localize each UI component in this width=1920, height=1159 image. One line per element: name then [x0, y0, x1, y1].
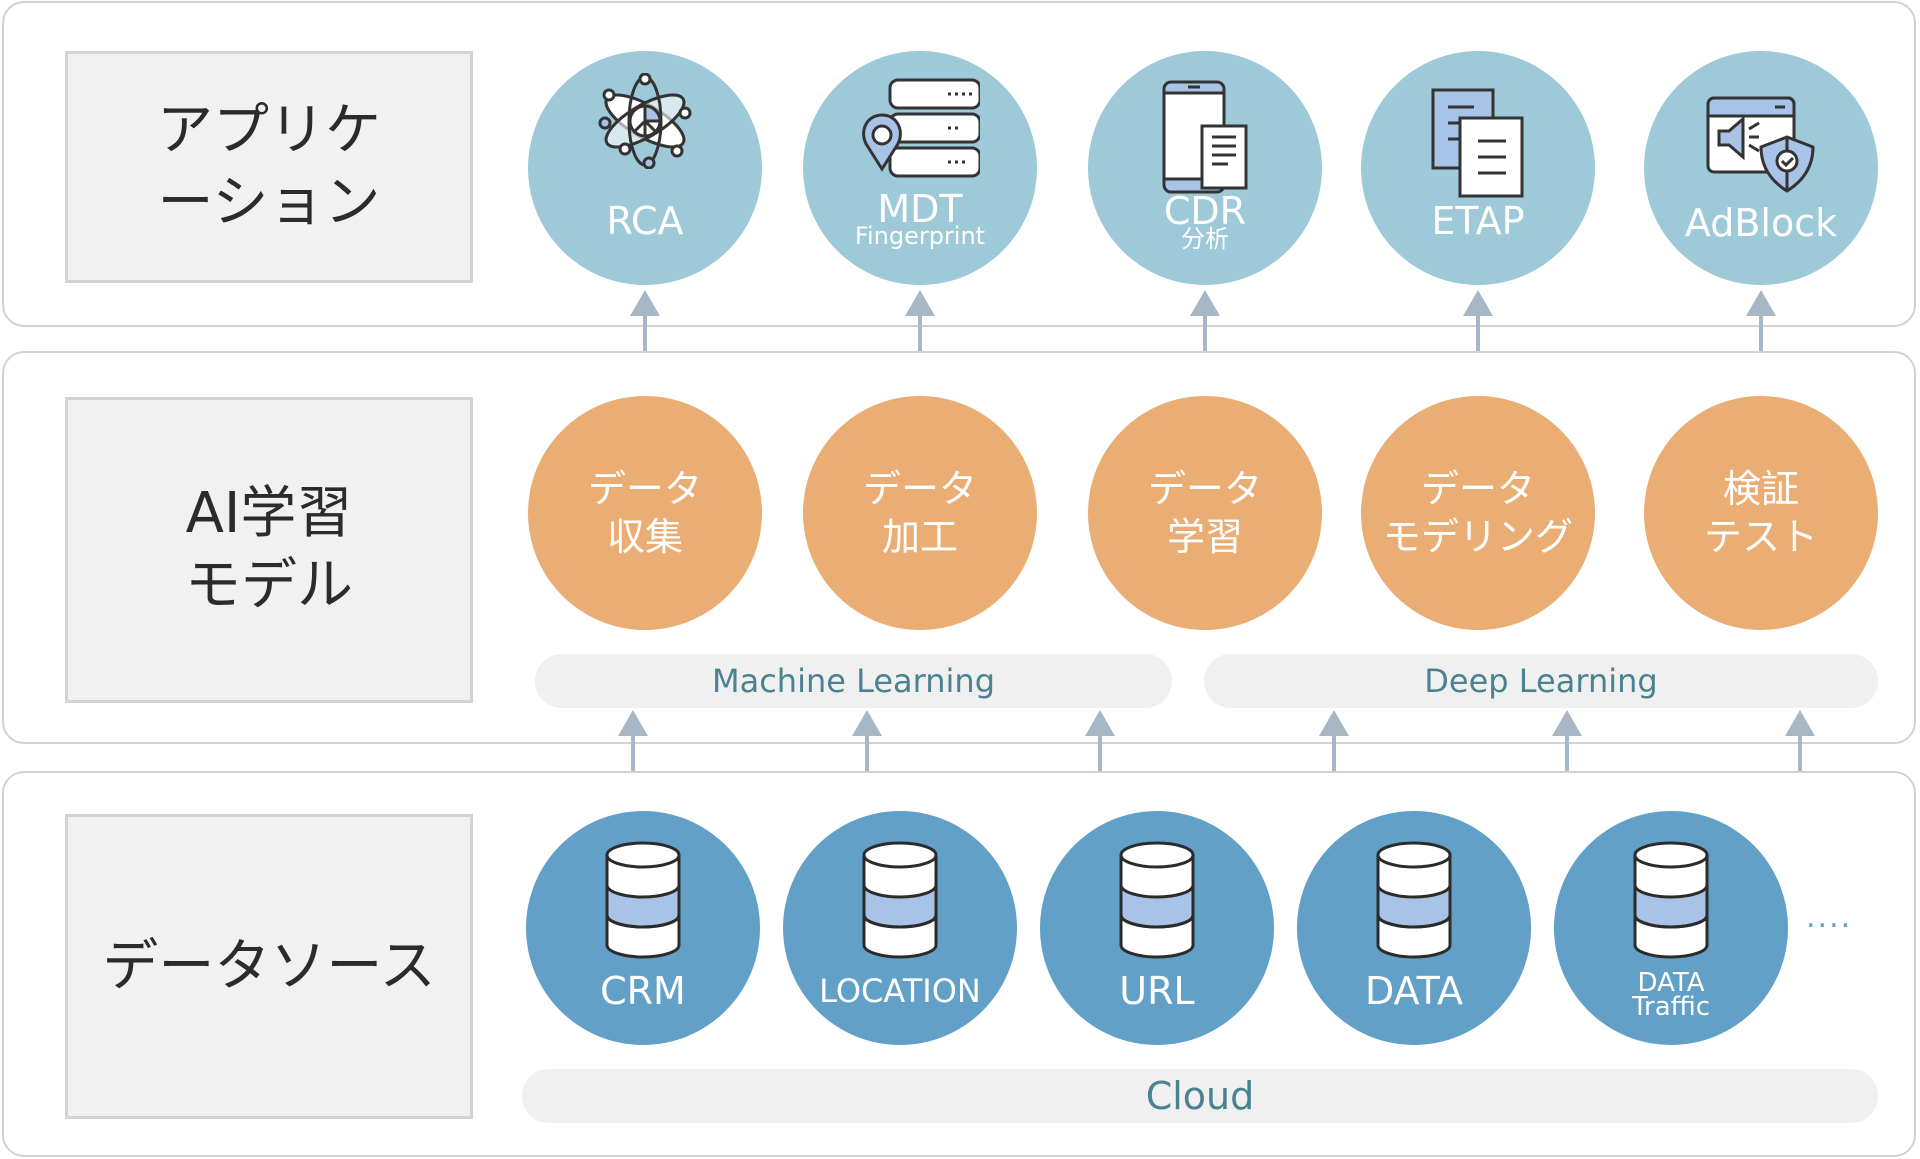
app-title: ETAP: [1431, 199, 1525, 243]
ai-step-data-modeling[interactable]: データ モデリング: [1361, 396, 1595, 630]
source-url[interactable]: URL: [1040, 811, 1274, 1045]
app-mdt-fingerprint[interactable]: MDT Fingerprint: [803, 51, 1037, 285]
database-icon: [1119, 841, 1195, 959]
arrow-up-icon: [1190, 290, 1220, 352]
source-title: DATA: [1365, 969, 1463, 1013]
app-subtitle: 分析: [1181, 225, 1229, 253]
server-location-icon: [862, 78, 980, 178]
source-title: LOCATION: [819, 972, 981, 1010]
source-subtitle: Traffic: [1631, 992, 1711, 1022]
source-data-traffic[interactable]: DATA Traffic: [1554, 811, 1788, 1045]
app-rca[interactable]: RCA: [528, 51, 762, 285]
cloud-base: Cloud: [522, 1069, 1878, 1123]
arrow-up-icon: [1785, 710, 1815, 772]
app-etap[interactable]: ETAP: [1361, 51, 1595, 285]
app-title: CDR: [1163, 189, 1247, 233]
arrow-up-icon: [1746, 290, 1776, 352]
arrow-up-icon: [1319, 710, 1349, 772]
arrow-up-icon: [905, 290, 935, 352]
ai-step-data-processing[interactable]: データ 加工: [803, 396, 1037, 630]
source-title: CRM: [600, 969, 686, 1013]
ai-step-data-learning[interactable]: データ 学習: [1088, 396, 1322, 630]
arrow-up-icon: [618, 710, 648, 772]
application-layer-label: アプリケ ーション: [65, 51, 473, 283]
source-location[interactable]: LOCATION: [783, 811, 1017, 1045]
arrow-up-icon: [852, 710, 882, 772]
app-subtitle: Fingerprint: [854, 222, 986, 250]
arrow-up-icon: [1552, 710, 1582, 772]
source-crm[interactable]: CRM: [526, 811, 760, 1045]
app-title: AdBlock: [1684, 201, 1838, 245]
ai-step-data-collection[interactable]: データ 収集: [528, 396, 762, 630]
ai-model-layer-label: AI学習 モデル: [65, 397, 473, 703]
database-icon: [862, 841, 938, 959]
source-data[interactable]: DATA: [1297, 811, 1531, 1045]
data-source-layer-label: データソース: [65, 814, 473, 1119]
app-adblock[interactable]: AdBlock: [1644, 51, 1878, 285]
atom-icon: [598, 73, 692, 169]
documents-icon: [1431, 88, 1524, 198]
database-icon: [1633, 841, 1709, 959]
adblock-shield-icon: [1706, 96, 1815, 193]
arrow-up-icon: [630, 290, 660, 352]
source-title: DATA: [1637, 968, 1705, 998]
machine-learning-group: Machine Learning: [535, 654, 1172, 708]
database-icon: [605, 841, 681, 959]
database-icon: [1376, 841, 1452, 959]
app-cdr-analysis[interactable]: CDR 分析: [1088, 51, 1322, 285]
ai-step-validation-test[interactable]: 検証 テスト: [1644, 396, 1878, 630]
deep-learning-group: Deep Learning: [1204, 654, 1878, 708]
more-sources-ellipsis: ....: [1806, 900, 1853, 935]
source-title: URL: [1119, 969, 1195, 1013]
app-title: MDT: [877, 187, 963, 231]
arrow-up-icon: [1085, 710, 1115, 772]
app-title: RCA: [606, 199, 684, 243]
arrow-up-icon: [1463, 290, 1493, 352]
mobile-document-icon: [1162, 80, 1248, 194]
